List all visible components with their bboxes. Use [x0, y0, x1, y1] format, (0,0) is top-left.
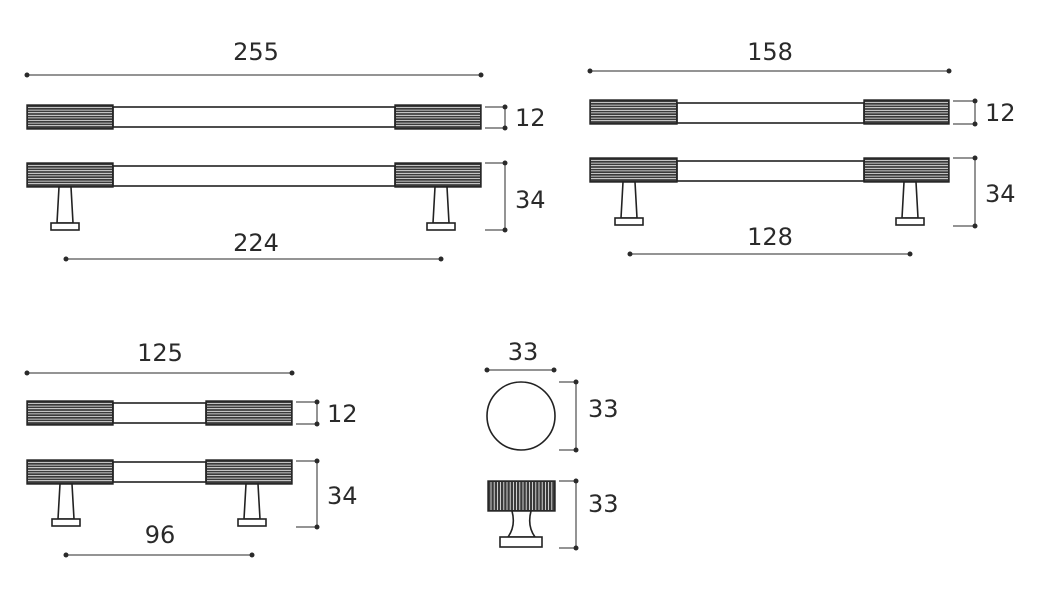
- knob-33-knurled-head: [487, 480, 556, 512]
- handle-158-side-knurl-right: [863, 157, 950, 183]
- handle-125-length-label: 125: [137, 339, 183, 367]
- handle-158-bar-height-label: 12: [985, 99, 1016, 127]
- knurl-ribs: [28, 107, 112, 127]
- knurl-ribs: [28, 165, 112, 185]
- handle-125-top-bar: [112, 402, 207, 424]
- handle-255-post-right: [426, 186, 456, 231]
- handle-158-top-knurl-left: [589, 99, 678, 125]
- handle-255-post-left: [50, 186, 80, 231]
- knob-33-front-height-dimension: 33: [559, 379, 619, 453]
- handle-158-hole-spacing-dimension: 128: [627, 223, 913, 257]
- handle-158-group: 158 12: [587, 38, 1016, 257]
- handle-125-post-right: [237, 483, 267, 527]
- handle-158-length-dimension: 158: [587, 38, 952, 74]
- handle-255-top-view: [26, 104, 482, 130]
- knurl-ribs: [396, 165, 480, 185]
- handle-158-total-height-label: 34: [985, 180, 1016, 208]
- handle-125-bar-height-label: 12: [327, 400, 358, 428]
- handle-125-total-height-label: 34: [327, 482, 358, 510]
- handle-158-side-bar: [676, 160, 865, 182]
- knurl-ribs: [396, 107, 480, 127]
- handle-125-post-left: [51, 483, 81, 527]
- handle-255-top-knurl-left: [26, 104, 114, 130]
- handle-158-side-view: [589, 157, 950, 226]
- handle-255-side-knurl-left: [26, 162, 114, 188]
- handle-158-side-knurl-left: [589, 157, 678, 183]
- handle-158-bar-height-dimension: 12: [953, 98, 1016, 127]
- handle-255-group: 255 12: [24, 38, 546, 262]
- knurl-ribs: [865, 102, 948, 122]
- knurl-ribs: [207, 403, 291, 423]
- handle-255-total-height-label: 34: [515, 186, 546, 214]
- handle-255-length-dimension: 255: [24, 38, 484, 78]
- knurl-ribs: [28, 462, 112, 482]
- handle-255-bar-height-label: 12: [515, 104, 546, 132]
- knurl-ribs: [207, 462, 291, 482]
- handle-255-hole-spacing-label: 224: [233, 229, 279, 257]
- handle-125-top-view: [26, 400, 293, 426]
- handle-125-side-view: [26, 459, 293, 527]
- knob-33-side-height-label: 33: [588, 490, 619, 518]
- knob-33-front-view: [486, 381, 556, 451]
- handle-255-total-height-dimension: 34: [485, 160, 546, 233]
- handle-125-top-knurl-left: [26, 400, 114, 426]
- knob-33-front-height-label: 33: [588, 395, 619, 423]
- handle-158-total-height-dimension: 34: [953, 155, 1016, 229]
- knurl-ribs: [591, 102, 676, 122]
- knob-33-base: [499, 536, 543, 548]
- knurl-ribs: [865, 160, 948, 180]
- handle-255-top-bar: [112, 106, 396, 128]
- handle-125-bar-height-dimension: 12: [296, 399, 358, 428]
- handle-125-side-knurl-left: [26, 459, 114, 485]
- knob-33-side-height-dimension: 33: [559, 478, 619, 551]
- handle-255-bar-height-dimension: 12: [485, 104, 546, 132]
- handle-125-side-bar: [112, 461, 207, 483]
- handle-255-hole-spacing-dimension: 224: [63, 229, 444, 262]
- knurl-ribs: [28, 403, 112, 423]
- handle-158-top-bar: [676, 102, 865, 124]
- knob-33-face: [486, 381, 556, 451]
- handle-158-post-right: [895, 181, 925, 226]
- handle-125-top-knurl-right: [205, 400, 293, 426]
- handle-158-post-left: [614, 181, 644, 226]
- knob-33-diameter-label: 33: [508, 338, 539, 366]
- handle-125-hole-spacing-dimension: 96: [63, 521, 255, 558]
- knurl-ribs: [591, 160, 676, 180]
- handle-158-top-view: [589, 99, 950, 125]
- handle-158-top-knurl-right: [863, 99, 950, 125]
- knurl-ribs: [490, 482, 553, 510]
- handle-255-length-label: 255: [233, 38, 279, 66]
- handle-255-side-view: [26, 162, 482, 231]
- handle-255-side-bar: [112, 165, 396, 187]
- handle-158-length-label: 158: [747, 38, 793, 66]
- knob-33-group: 33 33 33: [484, 338, 619, 551]
- knob-33-side-view: [487, 480, 556, 548]
- handle-125-total-height-dimension: 34: [296, 458, 358, 530]
- handle-158-hole-spacing-label: 128: [747, 223, 793, 251]
- handle-125-group: 125 12: [24, 339, 358, 558]
- knob-33-diameter-dimension: 33: [484, 338, 557, 373]
- handle-255-top-knurl-right: [394, 104, 482, 130]
- handle-125-hole-spacing-label: 96: [145, 521, 176, 549]
- handle-125-length-dimension: 125: [24, 339, 295, 376]
- knob-33-neck: [506, 510, 537, 538]
